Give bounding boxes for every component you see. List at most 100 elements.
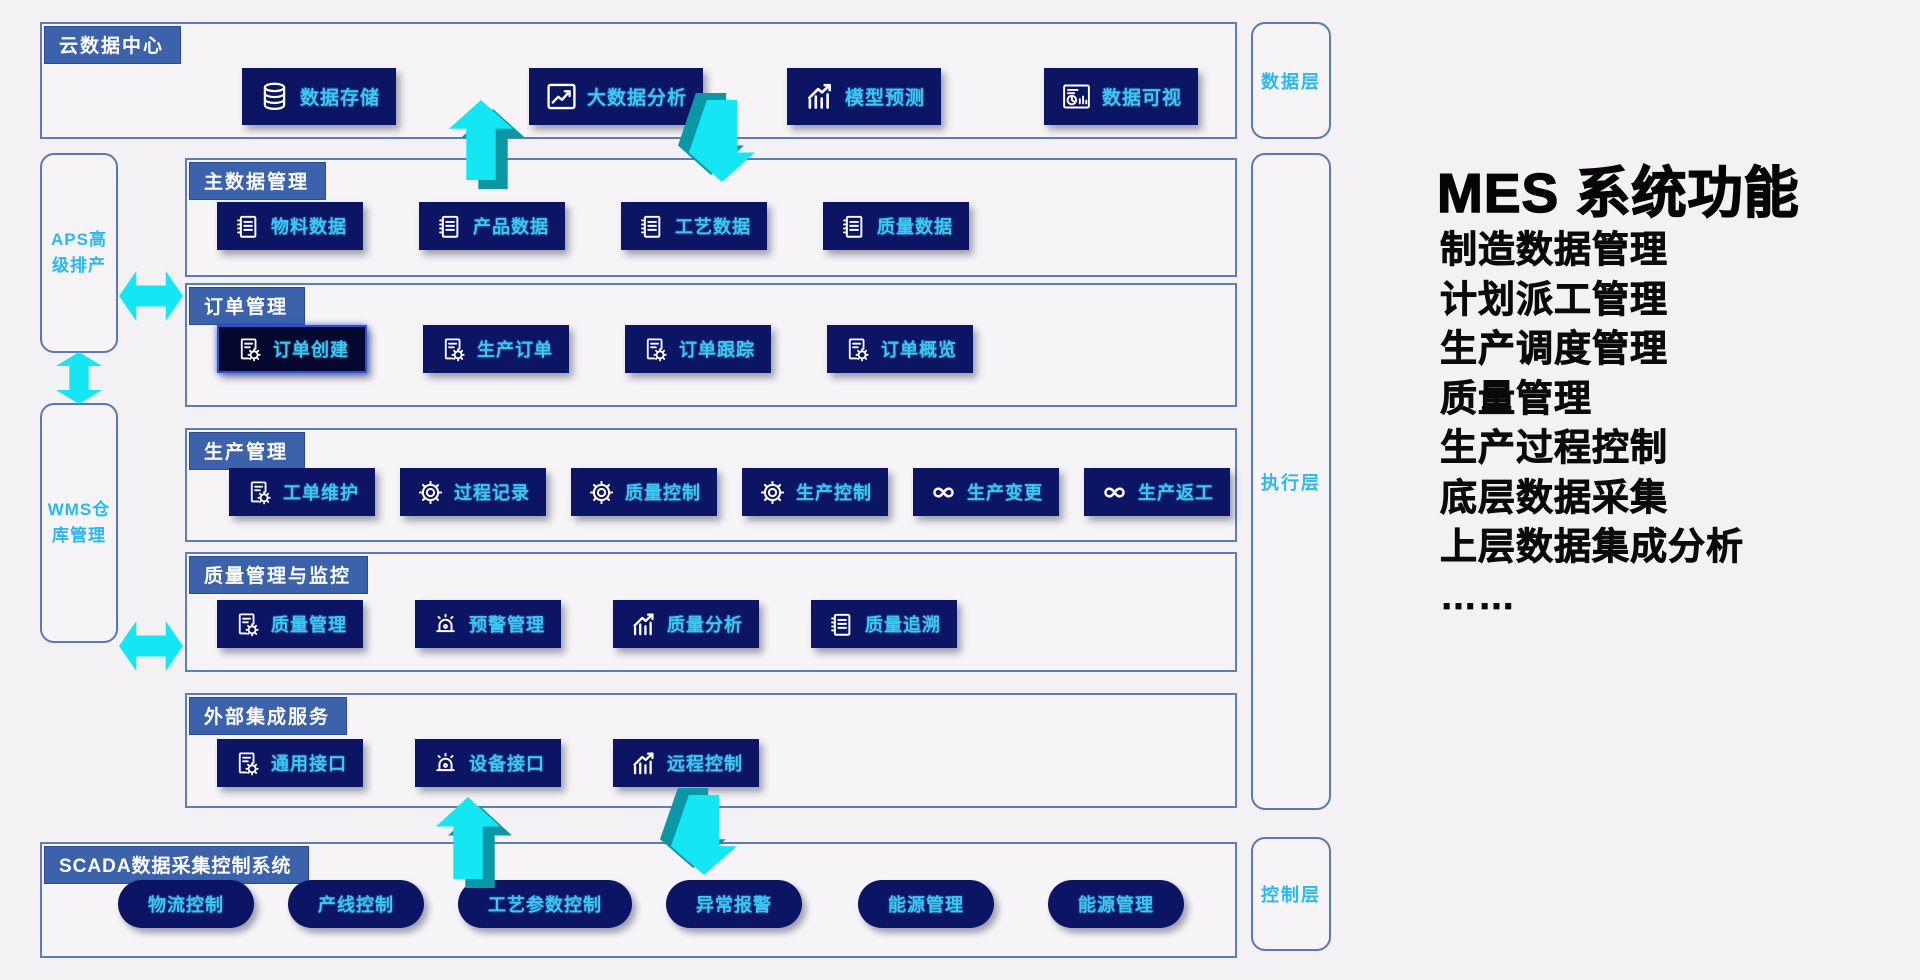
production-change-button[interactable]: 生产变更 <box>913 468 1059 516</box>
feature-item: …… <box>1440 575 1516 617</box>
process-data-button[interactable]: 工艺数据 <box>621 202 767 250</box>
feature-item: 上层数据集成分析 <box>1440 526 1744 568</box>
section-cloud-data-center: 云数据中心 数据存储 大数据分析 模型预测 数据可视 <box>40 22 1237 139</box>
down-arrow-cloud <box>678 93 755 182</box>
down-arrow-scada <box>660 788 737 875</box>
button-label: 预警管理 <box>469 615 545 635</box>
section-production-management: 生产管理 工单维护 过程记录 质量控制 生产控制 生产变更 <box>185 428 1237 542</box>
section-order-management: 订单管理 订单创建 生产订单 订单跟踪 订单概览 <box>185 283 1237 407</box>
doc-gear-icon <box>233 610 262 639</box>
button-label: 订单概览 <box>881 340 957 360</box>
layer-label-control: 控制层 <box>1251 837 1331 951</box>
section-master-data: 主数据管理 物料数据 产品数据 工艺数据 质量数据 <box>185 158 1237 277</box>
button-label: 工艺数据 <box>675 217 751 237</box>
doc-gear-icon <box>439 335 468 364</box>
product-data-button[interactable]: 产品数据 <box>419 202 565 250</box>
gear-icon <box>416 478 445 507</box>
logistics-control-button[interactable]: 物流控制 <box>118 880 254 928</box>
button-label: 设备接口 <box>469 754 545 774</box>
button-label: 物料数据 <box>271 217 347 237</box>
aps-box: APS高 级排产 <box>40 153 118 353</box>
quality-management-button[interactable]: 质量管理 <box>217 600 363 648</box>
quality-data-button[interactable]: 质量数据 <box>823 202 969 250</box>
notepad-icon <box>839 212 868 241</box>
layer-label-data: 数据层 <box>1251 22 1331 139</box>
line-chart-icon <box>545 80 578 113</box>
big-data-analysis-button[interactable]: 大数据分析 <box>529 68 704 125</box>
button-label: 数据存储 <box>300 88 381 109</box>
section-title-cloud: 云数据中心 <box>44 26 182 64</box>
doc-gear-icon <box>233 749 262 778</box>
side-panel-title: MES 系统功能 <box>1436 161 1800 225</box>
wms-box: WMS仓 库管理 <box>40 403 118 643</box>
quality-trace-button[interactable]: 质量追溯 <box>811 600 957 648</box>
database-icon <box>258 80 291 113</box>
doc-gear-icon <box>245 478 274 507</box>
feature-item: 质量管理 <box>1440 377 1592 419</box>
button-label: 质量控制 <box>625 483 701 503</box>
generic-interface-button[interactable]: 通用接口 <box>217 739 363 787</box>
button-label: 生产订单 <box>477 340 553 360</box>
data-storage-button[interactable]: 数据存储 <box>242 68 397 125</box>
button-label: 质量分析 <box>667 615 743 635</box>
notepad-icon <box>827 610 856 639</box>
data-visualization-button[interactable]: 数据可视 <box>1044 68 1199 125</box>
order-overview-button[interactable]: 订单概览 <box>827 325 973 373</box>
production-rework-button[interactable]: 生产返工 <box>1084 468 1230 516</box>
layer-label-text: 控制层 <box>1261 885 1321 905</box>
side-panel-feature-list: 制造数据管理 计划派工管理 生产调度管理 质量管理 生产过程控制 底层数据采集 … <box>1440 225 1744 621</box>
notepad-icon <box>233 212 262 241</box>
up-arrow-scada <box>436 797 512 888</box>
abnormal-alarm-button[interactable]: 异常报警 <box>666 880 802 928</box>
button-label: 质量追溯 <box>865 615 941 635</box>
section-title-quality: 质量管理与监控 <box>189 556 369 594</box>
production-order-button[interactable]: 生产订单 <box>423 325 569 373</box>
line-control-button[interactable]: 产线控制 <box>288 880 424 928</box>
section-title-production: 生产管理 <box>189 432 306 470</box>
model-prediction-button[interactable]: 模型预测 <box>787 68 942 125</box>
dashboard-icon <box>1060 80 1093 113</box>
section-title-order: 订单管理 <box>189 287 306 325</box>
button-label: 生产变更 <box>967 483 1043 503</box>
work-order-maintain-button[interactable]: 工单维护 <box>229 468 375 516</box>
energy-management-button[interactable]: 能源管理 <box>1048 880 1184 928</box>
aps-link-arrow <box>119 271 183 321</box>
gear-icon <box>587 478 616 507</box>
order-create-button[interactable]: 订单创建 <box>217 325 367 373</box>
order-tracking-button[interactable]: 订单跟踪 <box>625 325 771 373</box>
infinity-icon <box>1100 478 1129 507</box>
notepad-icon <box>637 212 666 241</box>
quality-control-button[interactable]: 质量控制 <box>571 468 717 516</box>
button-label: 过程记录 <box>454 483 530 503</box>
button-label: 订单创建 <box>273 340 349 360</box>
button-label: 通用接口 <box>271 754 347 774</box>
bar-chart-icon <box>629 749 658 778</box>
remote-control-button[interactable]: 远程控制 <box>613 739 759 787</box>
button-label: 大数据分析 <box>587 88 688 109</box>
device-interface-button[interactable]: 设备接口 <box>415 739 561 787</box>
section-external-integration: 外部集成服务 通用接口 设备接口 远程控制 <box>185 693 1237 808</box>
infinity-icon <box>929 478 958 507</box>
notepad-icon <box>435 212 464 241</box>
doc-gear-icon <box>641 335 670 364</box>
button-label: 模型预测 <box>845 88 926 109</box>
layer-label-text: 执行层 <box>1261 472 1321 493</box>
energy-management-button[interactable]: 能源管理 <box>858 880 994 928</box>
layer-label-execution: 执行层 <box>1251 153 1331 810</box>
section-title-external: 外部集成服务 <box>189 697 348 735</box>
wms-label-line2: 库管理 <box>52 526 106 545</box>
aps-wms-link-arrow <box>56 352 102 404</box>
alarm-icon <box>431 610 460 639</box>
alert-management-button[interactable]: 预警管理 <box>415 600 561 648</box>
feature-item: 计划派工管理 <box>1440 278 1668 320</box>
production-control-button[interactable]: 生产控制 <box>742 468 888 516</box>
button-label: 质量数据 <box>877 217 953 237</box>
feature-item: 生产调度管理 <box>1440 328 1668 370</box>
button-label: 数据可视 <box>1102 88 1183 109</box>
button-label: 产品数据 <box>473 217 549 237</box>
quality-analysis-button[interactable]: 质量分析 <box>613 600 759 648</box>
process-record-button[interactable]: 过程记录 <box>400 468 546 516</box>
material-data-button[interactable]: 物料数据 <box>217 202 363 250</box>
process-parameter-control-button[interactable]: 工艺参数控制 <box>458 880 632 928</box>
